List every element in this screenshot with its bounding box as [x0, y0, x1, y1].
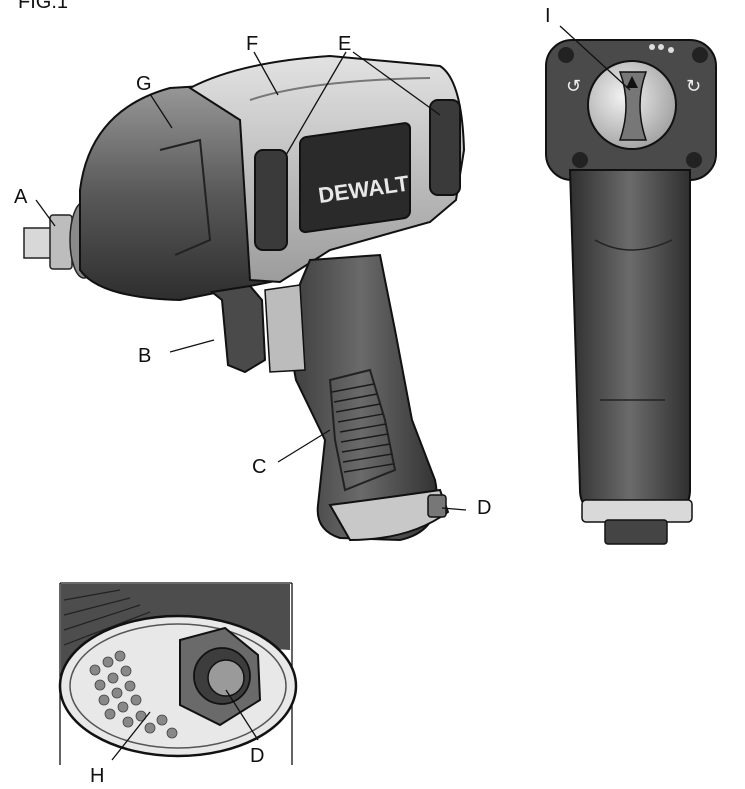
- screw-top-left: [558, 47, 574, 63]
- label-H: H: [90, 765, 104, 787]
- impact-wrench-side-view: DEWALT: [23, 54, 466, 542]
- label-F: F: [246, 33, 258, 55]
- screw-top-right: [692, 47, 708, 63]
- label-C: C: [252, 456, 266, 478]
- rotate-cw-icon: ↻: [686, 76, 701, 97]
- figure-caption: FIG.1: [18, 0, 68, 13]
- trigger: [209, 284, 267, 374]
- label-A: A: [14, 186, 28, 208]
- exhaust-holes: [89, 650, 178, 739]
- label-G: G: [136, 73, 152, 95]
- screw-bottom-left: [572, 152, 588, 168]
- label-E: E: [338, 33, 351, 55]
- handle-base: [328, 488, 450, 542]
- label-B: B: [138, 345, 151, 367]
- screw-bottom-right: [686, 152, 702, 168]
- label-D-inset: D: [250, 745, 264, 767]
- leader-lines: [35, 25, 631, 761]
- side-pad-front: [254, 149, 288, 251]
- label-D: D: [477, 497, 491, 519]
- rotate-ccw-icon: ↺: [566, 76, 581, 97]
- air-inlet: [427, 494, 447, 518]
- label-I: I: [545, 5, 551, 27]
- impact-wrench-rear-view: ↺ ↻: [545, 39, 717, 545]
- inset-exhaust-view: [58, 582, 298, 765]
- brand-plate: [299, 122, 411, 234]
- side-pad-rear: [429, 99, 461, 196]
